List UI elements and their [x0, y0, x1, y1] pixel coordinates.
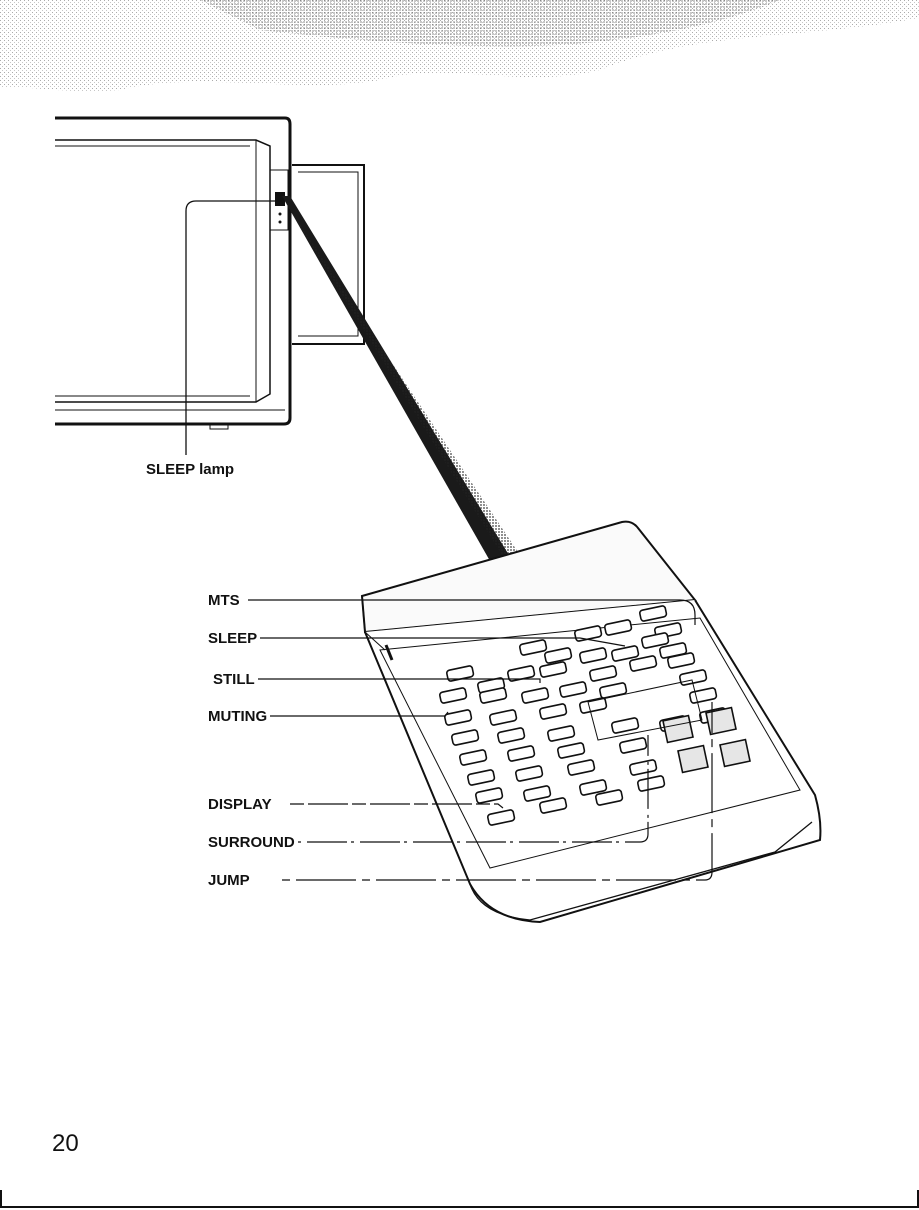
mts-label: MTS [208, 593, 240, 608]
tv-set [55, 118, 290, 429]
remote-square-button [706, 708, 736, 735]
bottom-rule [0, 1206, 919, 1208]
crop-mark-left [0, 1190, 2, 1208]
top-halftone-band [0, 0, 919, 91]
remote-commander [362, 522, 820, 922]
remote-square-button [663, 716, 693, 743]
display-label: DISPLAY [208, 797, 272, 812]
still-label: STILL [213, 672, 255, 687]
infrared-beam [282, 196, 520, 568]
surround-label: SURROUND [208, 835, 295, 850]
sleep-lamp-leader [186, 201, 282, 455]
remote-square-button [720, 740, 750, 767]
jump-label: JUMP [208, 873, 250, 888]
remote-square-button [678, 746, 708, 773]
page-number: 20 [52, 1130, 79, 1158]
muting-label: MUTING [208, 709, 267, 724]
sleep-lamp-label: SLEEP lamp [146, 462, 234, 477]
sleep-label: SLEEP [208, 631, 257, 646]
